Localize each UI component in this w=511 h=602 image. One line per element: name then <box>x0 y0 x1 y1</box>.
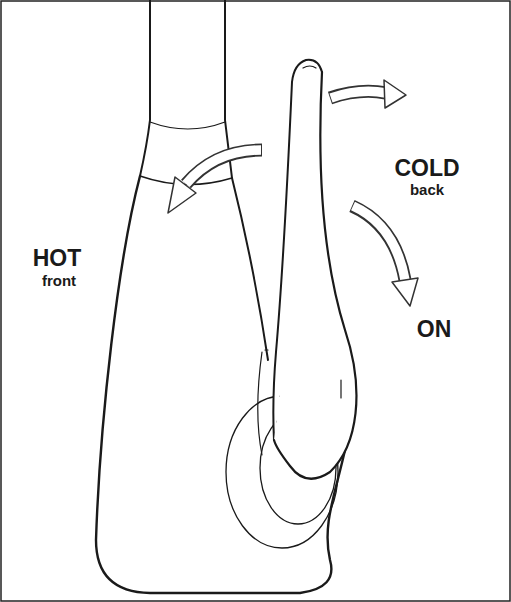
faucet-body <box>96 0 356 593</box>
direction-label: COLD <box>394 157 459 180</box>
direction-arrows <box>168 80 418 306</box>
direction-sublabel: back <box>410 182 444 197</box>
direction-sublabel: front <box>42 273 76 288</box>
direction-label: HOT <box>33 247 82 270</box>
direction-label: ON <box>417 318 452 341</box>
